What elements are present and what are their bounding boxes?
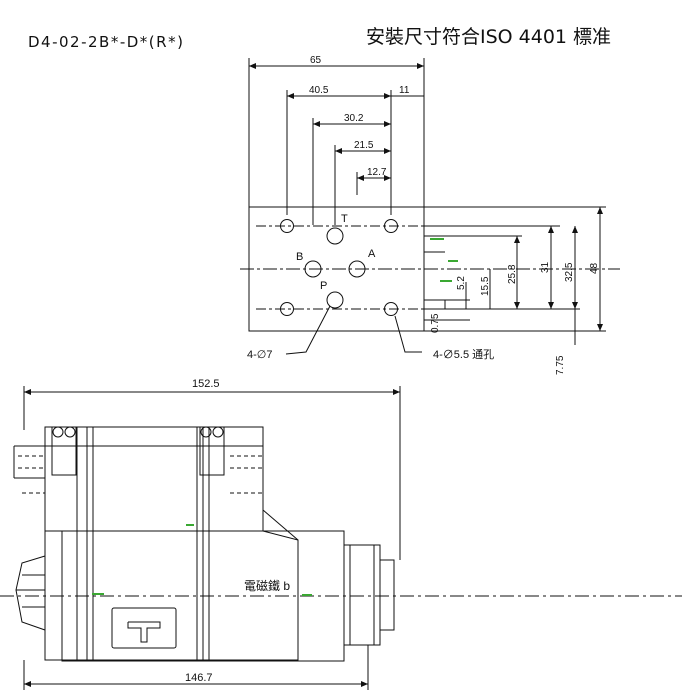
terminal-cover — [111, 607, 177, 649]
dim-65: 65 — [310, 55, 322, 66]
port-p — [326, 291, 344, 309]
port-label-p: P — [320, 280, 327, 292]
mount-hole-tl — [280, 219, 294, 233]
port-hole-note: 4-∅7 — [247, 349, 272, 361]
mount-hole-br — [384, 302, 398, 316]
dim-11: 11 — [399, 85, 410, 96]
dim-0-75: 0.75 — [430, 313, 441, 333]
dim-48: 48 — [589, 262, 600, 274]
dim-15-5: 15.5 — [480, 276, 491, 296]
port-label-b: B — [296, 251, 303, 263]
port-a — [348, 260, 366, 278]
mount-hole-note: 4-∅5.5 通孔 — [433, 348, 494, 361]
standard-note: 安裝尺寸符合ISO 4401 標准 — [366, 26, 612, 48]
dim-32-5: 32.5 — [564, 262, 575, 282]
dim-7-75: 7.75 — [555, 355, 566, 375]
model-code: D4-02-2B*-D*(R*) — [28, 33, 185, 51]
dim-152-5: 152.5 — [192, 378, 220, 390]
dim-30-2: 30.2 — [344, 113, 364, 124]
dim-40-5: 40.5 — [309, 85, 329, 96]
valve-body-upper — [44, 426, 264, 532]
dim-5-2: 5.2 — [456, 276, 467, 290]
coil-nut — [343, 544, 381, 646]
dim-12-7: 12.7 — [367, 167, 387, 178]
port-label-t: T — [341, 213, 348, 225]
port-b — [304, 260, 322, 278]
dim-21-5: 21.5 — [354, 140, 374, 151]
left-nut — [15, 555, 46, 631]
mount-hole-bl — [280, 302, 294, 316]
dim-146-7: 146.7 — [185, 672, 213, 684]
dim-31: 31 — [540, 261, 551, 273]
port-label-a: A — [368, 248, 376, 260]
dim-25-8: 25.8 — [507, 264, 518, 284]
mount-hole-tr — [384, 219, 398, 233]
coil-label: 電磁鐵 b — [244, 578, 290, 593]
port-t — [326, 227, 344, 245]
